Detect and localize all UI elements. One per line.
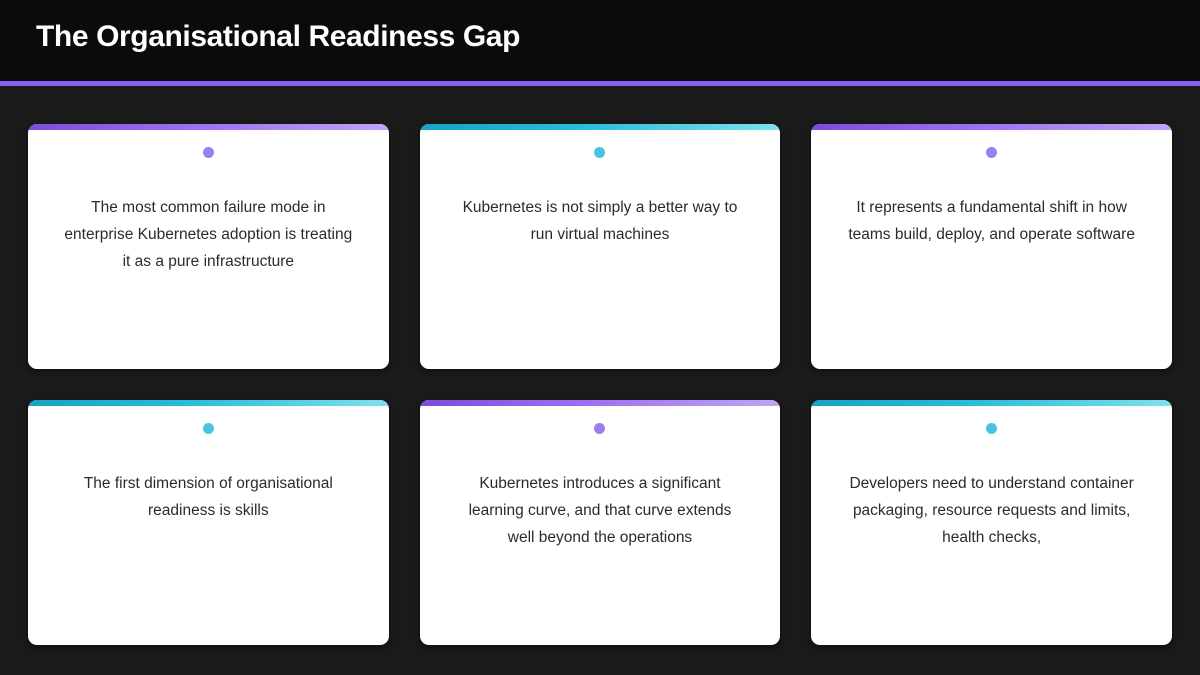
card-text: It represents a fundamental shift in how… — [848, 199, 1135, 243]
content-card[interactable]: The most common failure mode in enterpri… — [28, 124, 389, 369]
content-card[interactable]: Kubernetes is not simply a better way to… — [419, 124, 781, 369]
bullet-dot-icon — [202, 147, 214, 158]
card-body: Kubernetes is not simply a better way to… — [420, 158, 781, 369]
content-card[interactable]: Kubernetes introduces a significant lear… — [419, 400, 781, 645]
card-text: Developers need to understand container … — [849, 475, 1134, 546]
slide-header: The Organisational Readiness Gap — [0, 0, 1200, 86]
card-accent-bar — [419, 400, 781, 406]
bullet-dot-icon — [986, 423, 998, 434]
card-accent-bar — [419, 124, 781, 130]
card-body: Developers need to understand container … — [811, 434, 1172, 645]
card-text: Kubernetes is not simply a better way to… — [462, 199, 738, 243]
bullet-dot-icon — [202, 423, 214, 434]
card-body: It represents a fundamental shift in how… — [811, 158, 1172, 369]
content-card[interactable]: It represents a fundamental shift in how… — [811, 124, 1172, 369]
bullet-dot-icon — [986, 147, 998, 158]
content-card[interactable]: The first dimension of organisational re… — [28, 400, 389, 645]
card-text: The first dimension of organisational re… — [83, 475, 333, 519]
card-accent-bar — [28, 124, 389, 130]
card-body: The first dimension of organisational re… — [28, 434, 389, 645]
card-accent-bar — [811, 400, 1172, 406]
card-accent-bar — [28, 400, 389, 406]
card-body: The most common failure mode in enterpri… — [28, 158, 389, 369]
card-text: The most common failure mode in enterpri… — [64, 199, 353, 270]
header-accent-bar — [0, 81, 1200, 86]
page-title: The Organisational Readiness Gap — [36, 19, 521, 53]
card-grid: The most common failure mode in enterpri… — [0, 86, 1200, 675]
bullet-dot-icon — [594, 147, 606, 158]
card-text: Kubernetes introduces a significant lear… — [468, 475, 732, 546]
card-accent-bar — [811, 124, 1172, 130]
content-card[interactable]: Developers need to understand container … — [811, 400, 1172, 645]
bullet-dot-icon — [594, 423, 606, 434]
card-body: Kubernetes introduces a significant lear… — [420, 434, 781, 645]
